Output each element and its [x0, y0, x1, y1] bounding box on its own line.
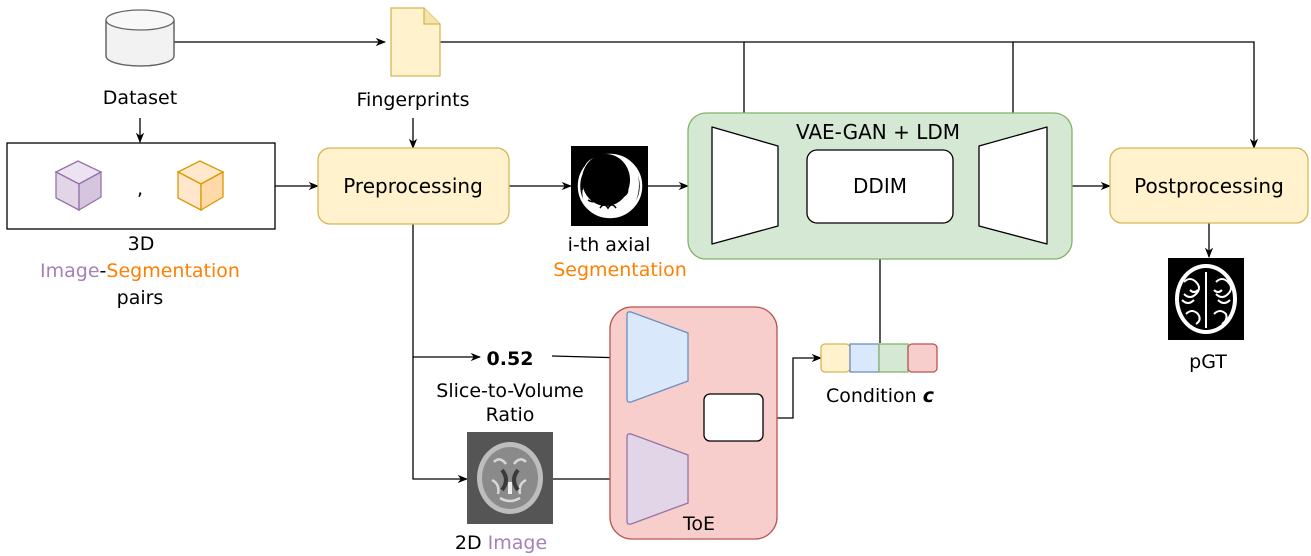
- ddim-box: [806, 149, 954, 224]
- toe-blue-encoder-shape: [626, 311, 689, 403]
- postprocessing-box: [1109, 147, 1309, 224]
- dataset-label: Dataset: [103, 87, 177, 109]
- axial-line1-label: i-th axial: [568, 234, 651, 256]
- axial-line2-label: Segmentation: [553, 259, 687, 281]
- cube-icon: [176, 160, 225, 212]
- image2d-label: 2D Image: [455, 532, 547, 554]
- pairs-image-segmentation-label: Image-Segmentation: [40, 260, 240, 282]
- vae-gan-ldm-title: VAE-GAN + LDM: [796, 120, 960, 144]
- ratio-line1-label: Slice-to-Volume: [436, 380, 583, 402]
- pgt-label: pGT: [1189, 351, 1227, 373]
- database-icon: [105, 9, 175, 67]
- pairs-separator: ,: [137, 178, 143, 200]
- brain-pgt-icon: [1168, 258, 1244, 340]
- preprocessing-label: Preprocessing: [343, 174, 483, 198]
- pairs-3d-label: 3D: [128, 233, 155, 255]
- postprocessing-label: Postprocessing: [1134, 174, 1284, 198]
- toe-label: ToE: [682, 513, 715, 535]
- brain-segmentation-icon: [571, 146, 648, 226]
- arrow-preprocessing-to-2d-image: [412, 357, 469, 484]
- ratio-value: 0.52: [487, 348, 534, 370]
- arrow-preprocessing-to-ratio: [412, 224, 482, 362]
- arrow-fusion-to-condition: [763, 353, 823, 419]
- cube-icon: [54, 160, 103, 212]
- pairs-word-label: pairs: [117, 287, 164, 309]
- ddim-label: DDIM: [853, 174, 907, 198]
- vae-decoder-shape: [978, 126, 1048, 245]
- condition-label: Condition c: [826, 385, 935, 407]
- condition-vector: [820, 343, 938, 373]
- ratio-line2-label: Ratio: [486, 404, 535, 426]
- brain-mri-icon: [467, 432, 553, 524]
- fingerprints-label: Fingerprints: [357, 89, 470, 111]
- pairs-box: [6, 142, 276, 230]
- preprocessing-box: [317, 147, 510, 225]
- document-icon: [390, 7, 441, 77]
- toe-purple-encoder-shape: [626, 433, 689, 525]
- arrow-fingerprints-to-postprocessing: [1013, 41, 1259, 150]
- toe-fusion-box: [703, 393, 764, 442]
- vae-encoder-shape: [711, 126, 779, 245]
